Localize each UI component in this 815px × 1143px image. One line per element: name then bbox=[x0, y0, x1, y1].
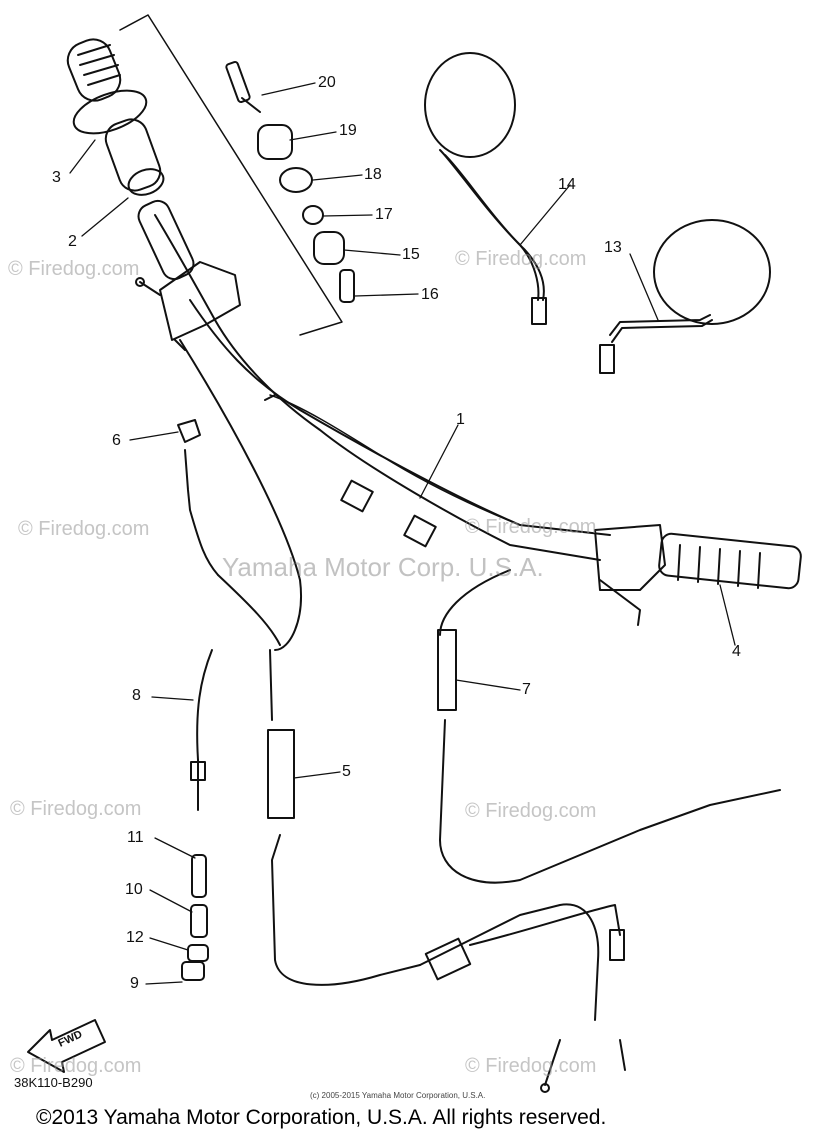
watermark: © Firedog.com bbox=[8, 258, 140, 280]
callout-4: 4 bbox=[732, 643, 741, 660]
leader-lines bbox=[69, 82, 736, 985]
watermark: © Firedog.com bbox=[10, 1055, 142, 1077]
callout-7: 7 bbox=[522, 681, 531, 698]
throttle-grip bbox=[594, 524, 802, 626]
watermark: © Firedog.com bbox=[10, 798, 142, 820]
bar-end-tube bbox=[137, 199, 195, 281]
callout-3: 3 bbox=[52, 169, 61, 186]
callout-2: 2 bbox=[68, 233, 77, 250]
callout-13: 13 bbox=[604, 239, 622, 256]
callout-10: 10 bbox=[125, 881, 143, 898]
watermark: © Firedog.com bbox=[465, 800, 597, 822]
callout-18: 18 bbox=[364, 166, 382, 183]
fwd-arrow-icon bbox=[27, 1019, 106, 1073]
callout-19: 19 bbox=[339, 122, 357, 139]
callout-9: 9 bbox=[130, 975, 139, 992]
callout-16: 16 bbox=[421, 286, 439, 303]
footer-copyright: ©2013 Yamaha Motor Corporation, U.S.A. A… bbox=[36, 1106, 607, 1129]
callout-1: 1 bbox=[456, 411, 465, 428]
mirror-left bbox=[424, 52, 547, 325]
watermark: © Firedog.com bbox=[465, 516, 597, 538]
small-parts bbox=[225, 60, 355, 303]
callout-5: 5 bbox=[342, 763, 351, 780]
subassembly-bracket bbox=[119, 14, 343, 336]
callout-8: 8 bbox=[132, 687, 141, 704]
callout-20: 20 bbox=[318, 74, 336, 91]
cable-left bbox=[177, 419, 281, 981]
throttle-cables bbox=[179, 339, 781, 1093]
small-copyright: (c) 2005-2015 Yamaha Motor Corporation, … bbox=[310, 1091, 486, 1100]
center-watermark: Yamaha Motor Corp. U.S.A. bbox=[222, 552, 544, 582]
callout-11: 11 bbox=[127, 829, 144, 846]
mirror-right bbox=[599, 219, 771, 374]
watermark: © Firedog.com bbox=[18, 518, 150, 540]
left-clamp bbox=[135, 261, 241, 351]
left-grip bbox=[66, 38, 165, 196]
watermark: © Firedog.com bbox=[455, 248, 587, 270]
callout-15: 15 bbox=[402, 246, 420, 263]
callout-6: 6 bbox=[112, 432, 121, 449]
callout-14: 14 bbox=[558, 176, 576, 193]
callout-12: 12 bbox=[126, 929, 144, 946]
callout-17: 17 bbox=[375, 206, 393, 223]
watermark: © Firedog.com bbox=[465, 1055, 597, 1077]
drawing-code: 38K110-B290 bbox=[14, 1075, 93, 1090]
